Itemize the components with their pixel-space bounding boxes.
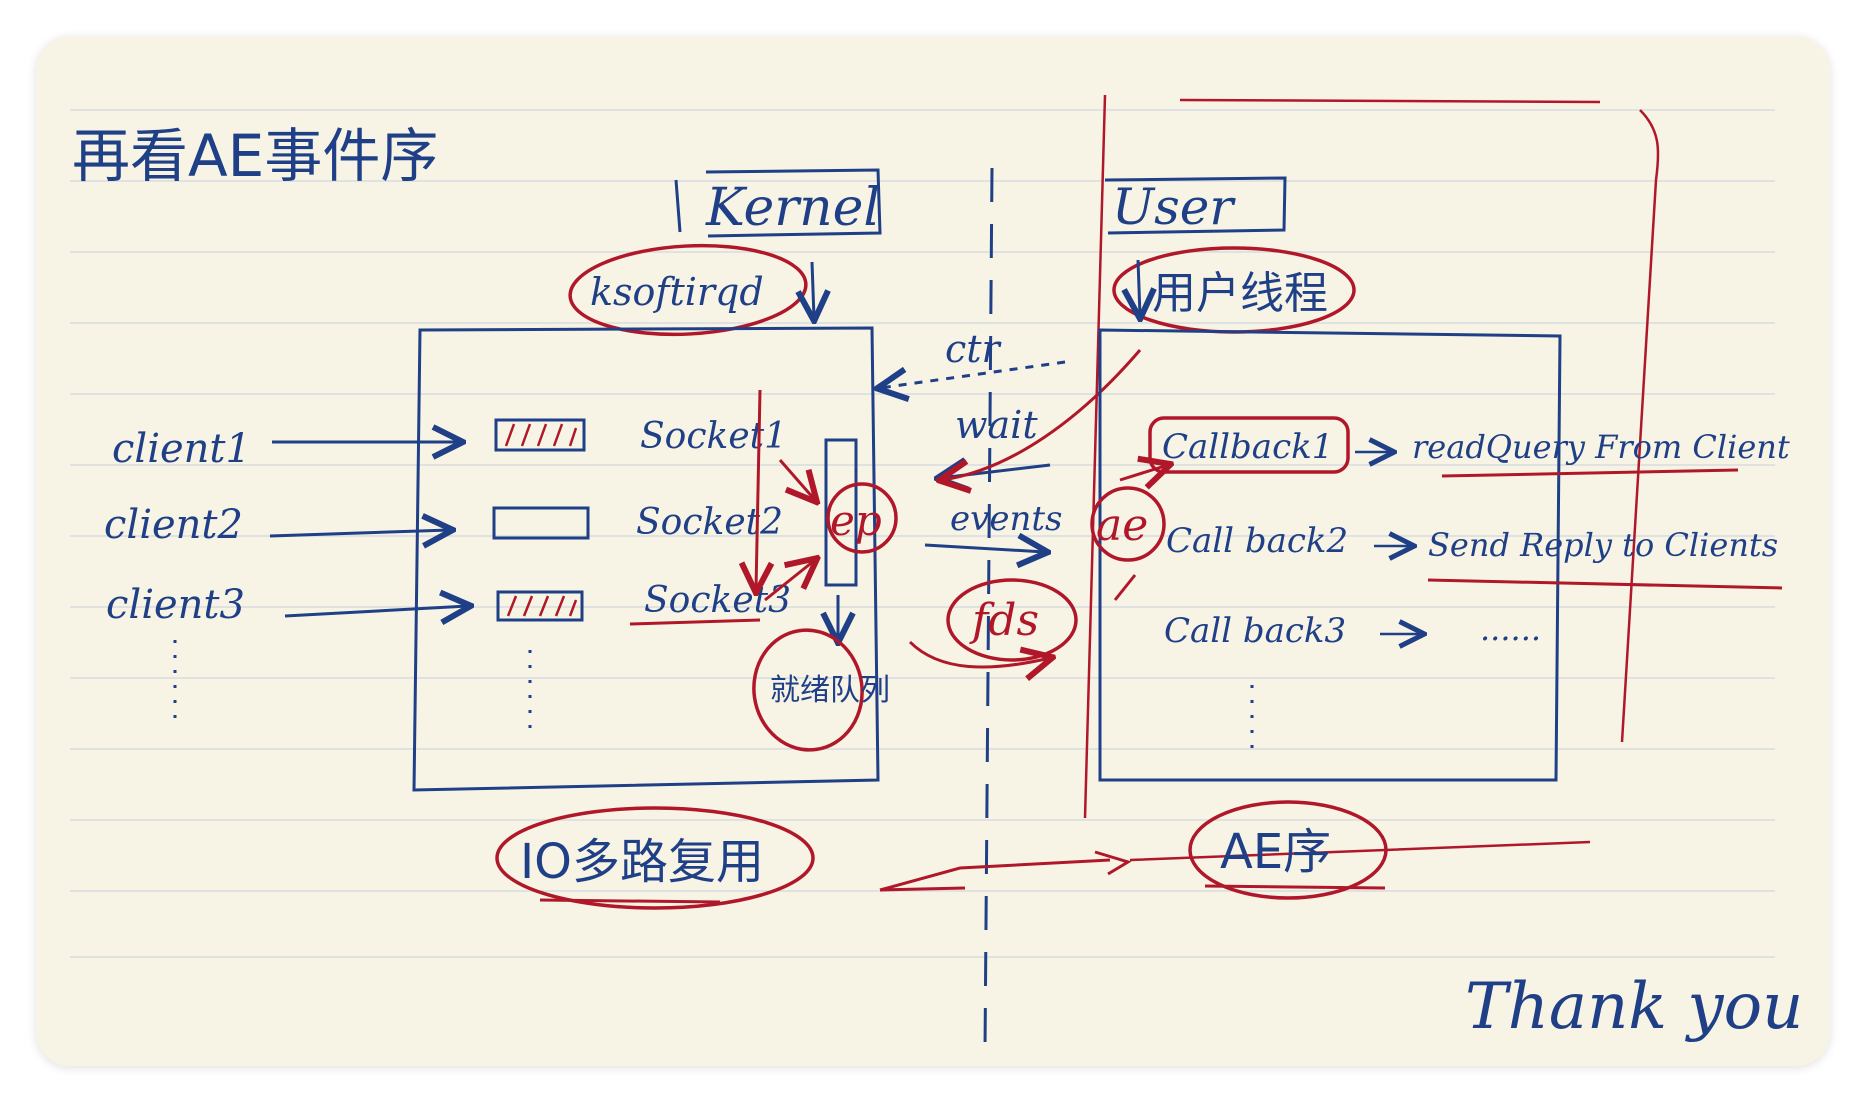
- signature: Thank you: [1465, 970, 1803, 1044]
- events-label: events: [950, 499, 1062, 539]
- kernel-label: Kernel: [705, 178, 880, 238]
- ae-object: ae: [1090, 465, 1168, 601]
- bottom-labels: IO多路复用 AE序: [495, 800, 1388, 910]
- callback-2-label: Call back2: [1166, 521, 1348, 561]
- ctr-label: ctr: [945, 327, 1003, 371]
- callback-list: Callback1 readQuery From Client Call bac…: [1148, 416, 1790, 755]
- ae-label: ae: [1096, 500, 1148, 551]
- fds-label: fds: [969, 595, 1039, 646]
- callback-1-action: readQuery From Client: [1412, 428, 1790, 466]
- user-region-frame: [1083, 94, 1660, 862]
- client-2-arrow: [269, 530, 450, 536]
- user-thread: 用户线程: [1112, 246, 1356, 334]
- socket-1-buffer: [494, 418, 586, 452]
- callback-3-label: Call back3: [1164, 611, 1346, 651]
- ae-program-label: AE序: [1220, 824, 1331, 880]
- wait-label: wait: [955, 403, 1038, 447]
- user-thread-label: 用户线程: [1152, 268, 1328, 319]
- socket-labels: Socket1 Socket2 Socket3: [629, 389, 815, 626]
- ksoftirqd-label: ksoftirqd: [590, 270, 764, 314]
- ep-object: ep: [826, 438, 898, 640]
- ready-list-label: 就绪队列: [770, 673, 890, 708]
- notebook-page: [36, 36, 1830, 1066]
- ruled-lines: [70, 109, 1775, 958]
- socket-2-buffer: [492, 506, 590, 540]
- socket-3-buffer: [496, 590, 584, 622]
- page-title: 再看AE事件序: [72, 122, 438, 190]
- ep-label: ep: [830, 496, 882, 545]
- socket-1-label: Socket1: [640, 416, 787, 457]
- socket-2-label: Socket2: [636, 502, 783, 543]
- fds-arrow: [908, 640, 1050, 667]
- socket-3-label: Socket3: [644, 580, 791, 621]
- callback-1-label: Callback1: [1162, 427, 1333, 467]
- ready-list: 就绪队列: [752, 628, 890, 752]
- user-label-box: User: [1104, 176, 1287, 236]
- mapping-arrow: [879, 850, 1132, 892]
- client-1: client1: [112, 426, 251, 472]
- user-label: User: [1112, 178, 1236, 236]
- user-box: [1098, 328, 1562, 782]
- ksoftirqd-thread: ksoftirqd: [568, 243, 814, 337]
- socket-buffers: [492, 418, 590, 735]
- kernel-box: [412, 326, 880, 792]
- client-2: client2: [104, 502, 243, 548]
- events-arrow: [924, 545, 1045, 552]
- io-multiplexing-label: IO多路复用: [520, 834, 764, 890]
- client-list: client1 client2 client3: [104, 426, 468, 718]
- callback-3-action: ......: [1480, 610, 1541, 648]
- kernel-user-boundary: [983, 167, 994, 1051]
- kernel-label-box: Kernel: [674, 168, 882, 238]
- client-3-arrow: [284, 606, 468, 616]
- callback-2-action: Send Reply to Clients: [1428, 526, 1778, 564]
- syscall-labels: ctr wait events fds: [880, 327, 1142, 667]
- client-3: client3: [106, 582, 245, 628]
